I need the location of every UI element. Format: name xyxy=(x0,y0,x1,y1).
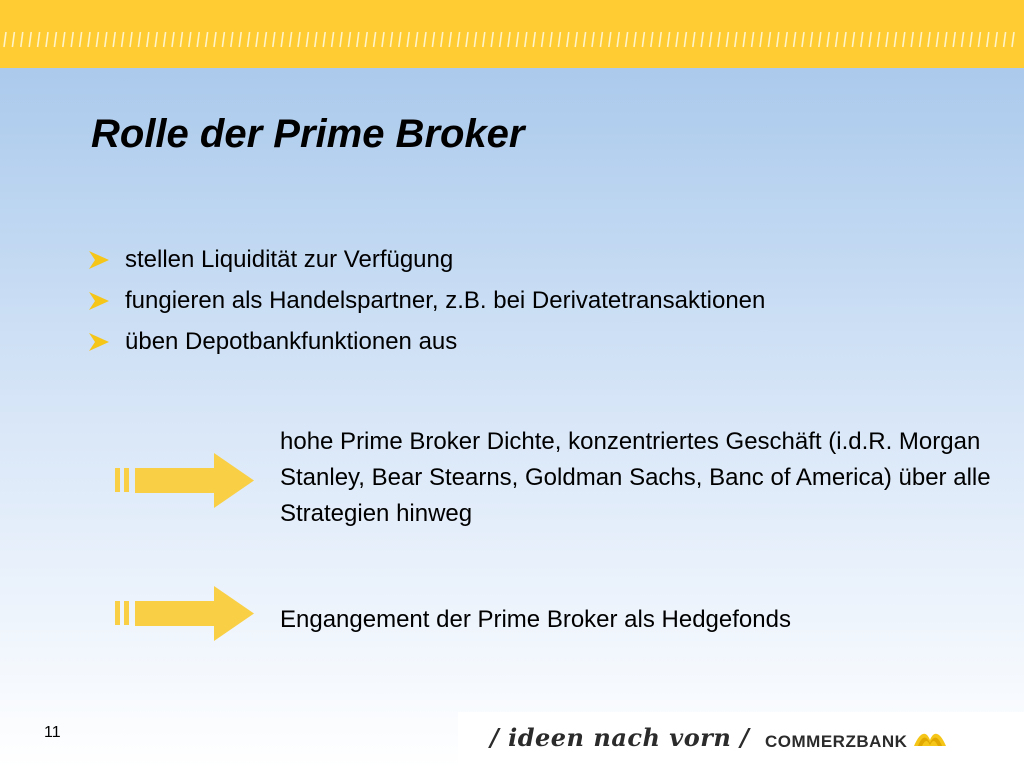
callout-prime-broker-density: hohe Prime Broker Dichte, konzentriertes… xyxy=(280,428,991,527)
top-band-stripe-marks xyxy=(3,31,1015,48)
bullet-text: stellen Liquidität zur Verfügung xyxy=(125,246,454,273)
page-number: 11 xyxy=(44,724,61,741)
callout-hedgefund-engagement: Engangement der Prime Broker als Hedgefo… xyxy=(280,606,791,633)
bullet-text: üben Depotbankfunktionen aus xyxy=(125,328,458,355)
top-yellow-band xyxy=(0,0,1024,68)
slide-title: Rolle der Prime Broker xyxy=(91,112,525,156)
commerzbank-ribbon-icon xyxy=(914,733,946,746)
block-arrow-icon xyxy=(115,586,254,641)
bullet-arrow-icon xyxy=(89,251,109,269)
block-arrow-icon xyxy=(115,453,254,508)
brand-name: COMMERZBANK xyxy=(765,732,908,751)
footer-slogan: / ideen nach vorn / xyxy=(490,723,750,752)
bullet-text: fungieren als Handelspartner, z.B. bei D… xyxy=(125,287,766,314)
bullet-arrow-icon xyxy=(89,292,109,310)
bullet-arrow-icon xyxy=(89,333,109,351)
